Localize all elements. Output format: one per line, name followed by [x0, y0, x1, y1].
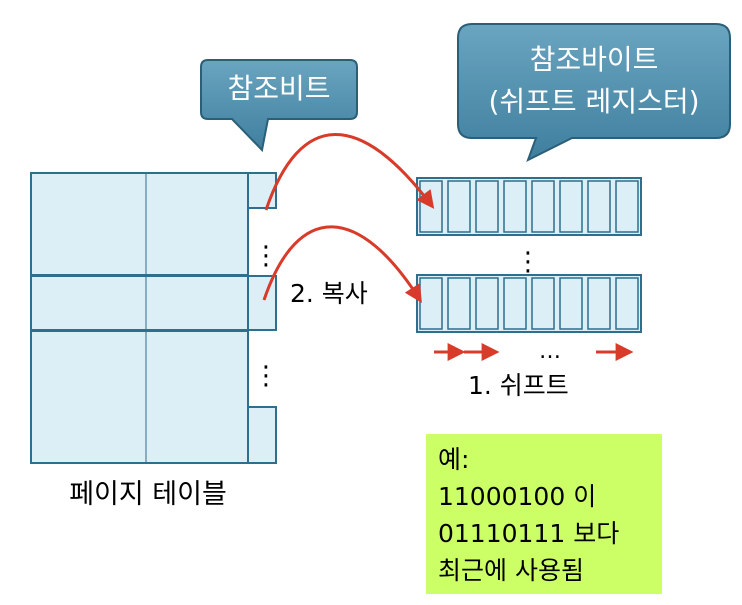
shift-register-cell: [587, 180, 611, 233]
example-line-3: 01110111 보다: [438, 519, 619, 548]
callout-reference-byte-line1: 참조바이트: [530, 43, 659, 76]
shift-register-cell: [475, 180, 499, 233]
shift-register-cell: [447, 180, 471, 233]
example-line-1: 예:: [438, 445, 469, 474]
page-table-row-highlight: [30, 275, 249, 331]
example-line-2: 11000100 이: [438, 482, 596, 511]
copy-label: 2. 복사: [290, 279, 368, 308]
copy-arrow-upper: [264, 133, 435, 211]
shift-register-cell: [531, 277, 555, 330]
page-table-row-bottom: [30, 330, 249, 464]
copy-arrow-lower: [262, 225, 422, 304]
example-note: 예: 11000100 이 01110111 보다 최근에 사용됨: [426, 434, 662, 594]
page-table-ellipsis-upper: ⋮: [253, 241, 279, 271]
example-note-background: [426, 434, 662, 594]
callout-reference-bit-text: 참조비트: [227, 72, 330, 105]
shift-label: 1. 쉬프트: [468, 371, 569, 400]
callout-reference-byte-line2: (쉬프트 레지스터): [488, 85, 699, 118]
page-table-label: 페이지 테이블: [69, 479, 227, 510]
reference-bit-cell-top: [247, 172, 277, 209]
shift-register-top: [416, 177, 642, 236]
shift-ellipsis: …: [539, 339, 561, 364]
shift-register-cell: [475, 277, 499, 330]
shift-register-cell: [419, 277, 443, 330]
shift-register-cell: [447, 277, 471, 330]
callout-reference-byte: 참조바이트 (쉬프트 레지스터): [457, 23, 731, 163]
example-line-4: 최근에 사용됨: [438, 556, 584, 585]
shift-register-ellipsis: ⋮: [515, 247, 541, 277]
reference-bit-cell-bottom: [247, 406, 277, 464]
shift-register-cell: [559, 180, 583, 233]
page-table-ellipsis-lower: ⋮: [253, 361, 279, 391]
shift-register-cell: [559, 277, 583, 330]
shift-register-cell: [531, 180, 555, 233]
page-table: ⋮ ⋮: [30, 172, 279, 464]
callout-reference-bit: 참조비트: [200, 59, 358, 153]
shift-register-cell: [587, 277, 611, 330]
shift-register-cell: [503, 277, 527, 330]
shift-register-cell: [615, 180, 639, 233]
shift-register-cell: [615, 277, 639, 330]
page-table-row-top: [30, 172, 249, 276]
shift-register-cell: [503, 180, 527, 233]
shift-register-bottom: [416, 274, 642, 333]
reference-bit-cell-middle: [247, 275, 277, 331]
